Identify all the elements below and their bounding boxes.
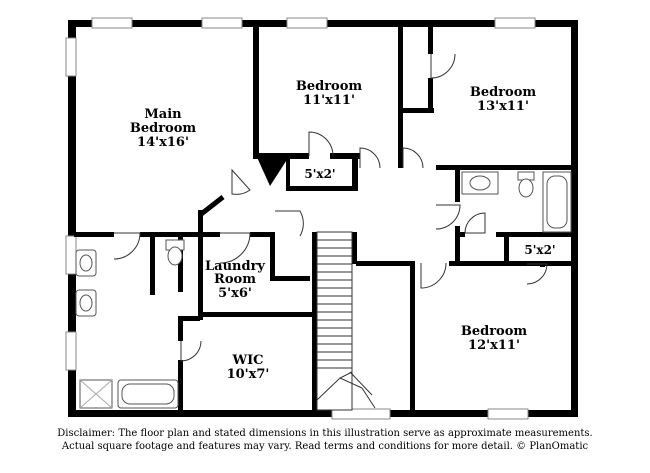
disclaimer: Disclaimer: The floor plan and stated di… (0, 427, 650, 453)
laundry-label-2: Room (214, 272, 256, 287)
disclaimer-line-2: Actual square footage and features may v… (61, 441, 589, 452)
windows (65, 17, 536, 420)
staircase (316, 231, 376, 411)
bedroom-right-dims: 13'x11' (477, 99, 529, 114)
door-swings (113, 53, 548, 362)
room-labels: Main Bedroom 14'x16' Bedroom 11'x11' Bed… (130, 79, 556, 382)
bedroom-bottom-dims: 12'x11' (468, 338, 520, 353)
main-bedroom-dims: 14'x16' (137, 135, 189, 150)
closet-right-dims: 5'x2' (524, 243, 555, 257)
laundry-dims: 5'x6' (218, 286, 252, 301)
bedroom-top-dims: 11'x11' (303, 93, 355, 108)
main-bedroom-label-1: Main (144, 107, 182, 122)
bedroom-right-label: Bedroom (470, 85, 537, 100)
disclaimer-line-1: Disclaimer: The floor plan and stated di… (57, 428, 593, 439)
main-bedroom-label-2: Bedroom (130, 121, 197, 136)
wic-label: WIC (231, 353, 263, 368)
fixtures (75, 171, 572, 409)
laundry-label-1: Laundry (205, 259, 265, 274)
bedroom-top-label: Bedroom (296, 79, 363, 94)
wic-dims: 10'x7' (227, 367, 270, 382)
closet-top-dims: 5'x2' (304, 167, 335, 181)
bedroom-bottom-label: Bedroom (461, 324, 528, 339)
